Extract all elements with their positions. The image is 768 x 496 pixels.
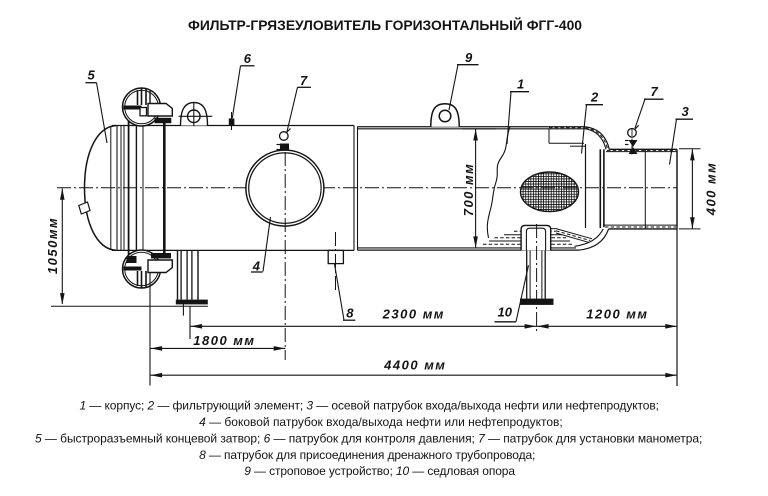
svg-text:4 — боковой патрубок входа/вых: 4 — боковой патрубок входа/выхода нефти … [199, 415, 563, 429]
svg-text:4400 мм: 4400 мм [383, 358, 446, 373]
svg-text:5 — быстроразъемный концевой з: 5 — быстроразъемный концевой затвор; 6 —… [35, 431, 702, 445]
svg-text:700 мм: 700 мм [461, 163, 476, 217]
svg-text:3: 3 [682, 104, 690, 119]
svg-text:8: 8 [346, 306, 354, 321]
svg-text:7: 7 [651, 84, 659, 99]
svg-text:7: 7 [300, 73, 308, 88]
svg-text:1: 1 [517, 77, 524, 92]
svg-text:ФИЛЬТР-ГРЯЗЕУЛОВИТЕЛЬ ГОРИЗОНТ: ФИЛЬТР-ГРЯЗЕУЛОВИТЕЛЬ ГОРИЗОНТАЛЬНЫЙ ФГГ… [188, 18, 582, 33]
svg-text:400 мм: 400 мм [703, 162, 718, 217]
svg-text:6: 6 [244, 51, 252, 66]
svg-text:5: 5 [88, 68, 96, 83]
svg-text:2300 мм: 2300 мм [382, 306, 445, 321]
svg-text:8 — патрубок для присоединения: 8 — патрубок для присоединения дренажног… [199, 448, 535, 462]
svg-text:4: 4 [252, 258, 261, 273]
svg-text:1 — корпус; 2 — фильтрующий эл: 1 — корпус; 2 — фильтрующий элемент; 3 —… [80, 399, 660, 413]
svg-text:1800 мм: 1800 мм [193, 333, 255, 348]
svg-text:1200 мм: 1200 мм [586, 306, 648, 321]
svg-text:2: 2 [590, 90, 599, 105]
svg-text:9: 9 [465, 50, 473, 65]
svg-text:1050мм: 1050мм [45, 217, 60, 274]
svg-text:9 — строповое устройство; 10 —: 9 — строповое устройство; 10 — седловая … [244, 464, 515, 478]
svg-text:10: 10 [498, 304, 513, 319]
